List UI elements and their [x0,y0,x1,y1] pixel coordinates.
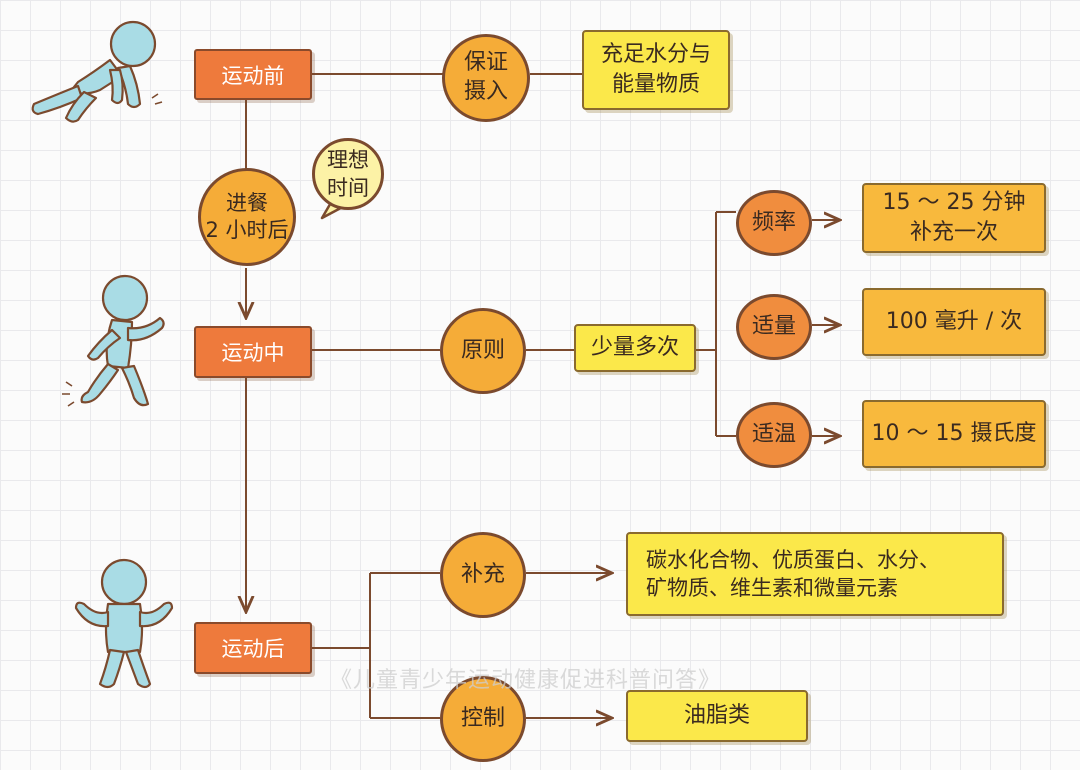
stage-during: 运动中 [194,326,312,378]
watermark: 《儿童青少年运动健康促进科普问答》 [330,668,722,693]
ensure-intake-circle: 保证 摄入 [442,34,530,122]
temperature-circle: 适温 [736,402,812,468]
stage-after: 运动后 [194,622,312,674]
principle-circle: 原则 [440,308,526,394]
supplement-circle: 补充 [440,532,526,618]
control-circle: 控制 [440,676,526,762]
frequency-circle: 频率 [736,190,812,256]
stage-before: 运动前 [194,49,312,100]
temperature-value-box: 10 ～ 15 摄氏度 [862,400,1046,468]
small-frequent-box: 少量多次 [574,324,696,372]
supplement-value-box: 碳水化合物、优质蛋白、水分、 矿物质、维生素和微量元素 [626,532,1004,616]
running-kid-icon [62,274,165,407]
standing-kid-icon [74,558,174,689]
frequency-value-box: 15 ～ 25 分钟 补充一次 [862,183,1046,253]
amount-circle: 适量 [736,294,812,360]
water-energy-box: 充足水分与 能量物质 [582,30,730,110]
amount-value-box: 100 毫升 / 次 [862,288,1046,356]
fats-box: 油脂类 [626,690,808,742]
crawling-kid-icon [31,20,163,123]
ideal-time-bubble: 理想 时间 [312,138,384,210]
meal-timing-circle: 进餐 2 小时后 [198,168,296,266]
